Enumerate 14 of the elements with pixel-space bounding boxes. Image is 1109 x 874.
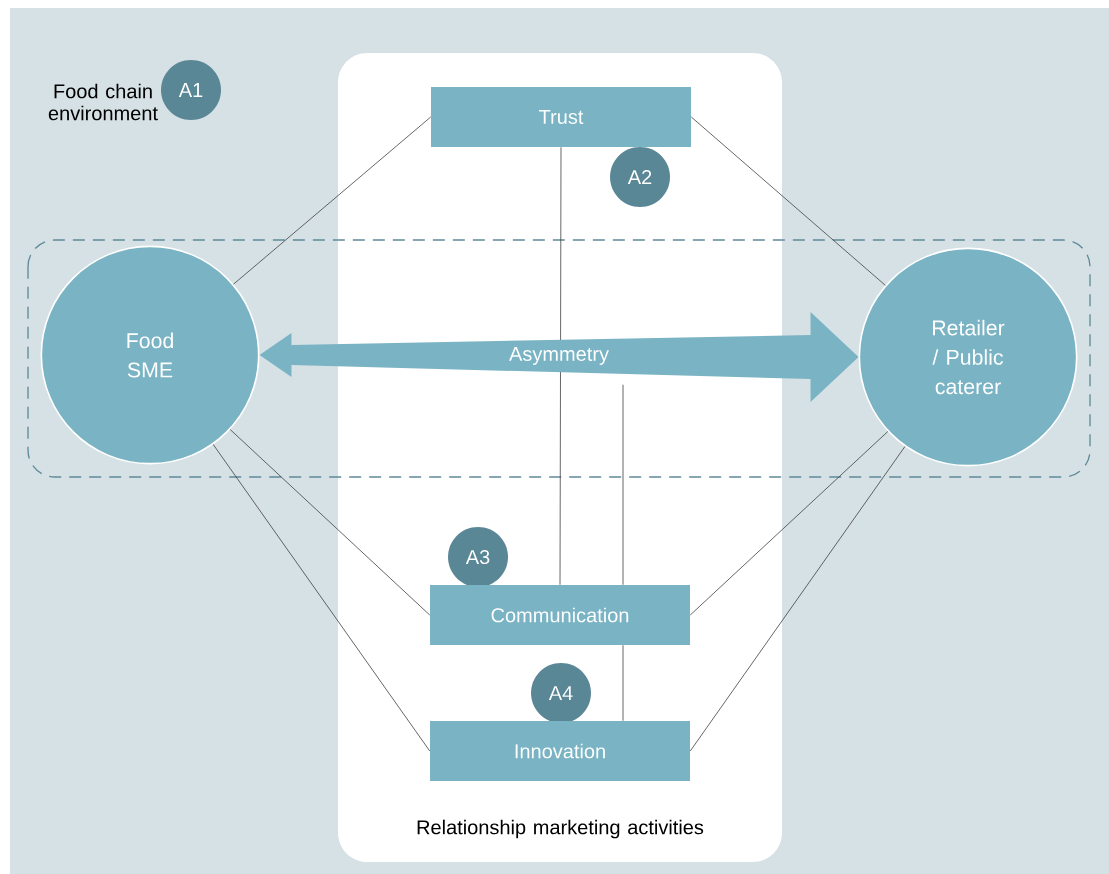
activity-box: Innovation	[430, 721, 690, 781]
double-arrow	[259, 312, 859, 402]
activity-box: Trust	[431, 87, 691, 147]
connector-line	[233, 116, 432, 285]
connector-line	[229, 429, 431, 616]
connector-line	[689, 446, 906, 752]
connector-line	[622, 644, 624, 722]
connector-line	[689, 431, 889, 616]
edge-label: Asymmetry	[509, 347, 609, 365]
connector-line	[622, 384, 624, 586]
connector-line	[559, 146, 562, 586]
connector-line	[690, 116, 886, 286]
connector-line	[212, 444, 431, 752]
activity-box: Communication	[430, 585, 690, 645]
